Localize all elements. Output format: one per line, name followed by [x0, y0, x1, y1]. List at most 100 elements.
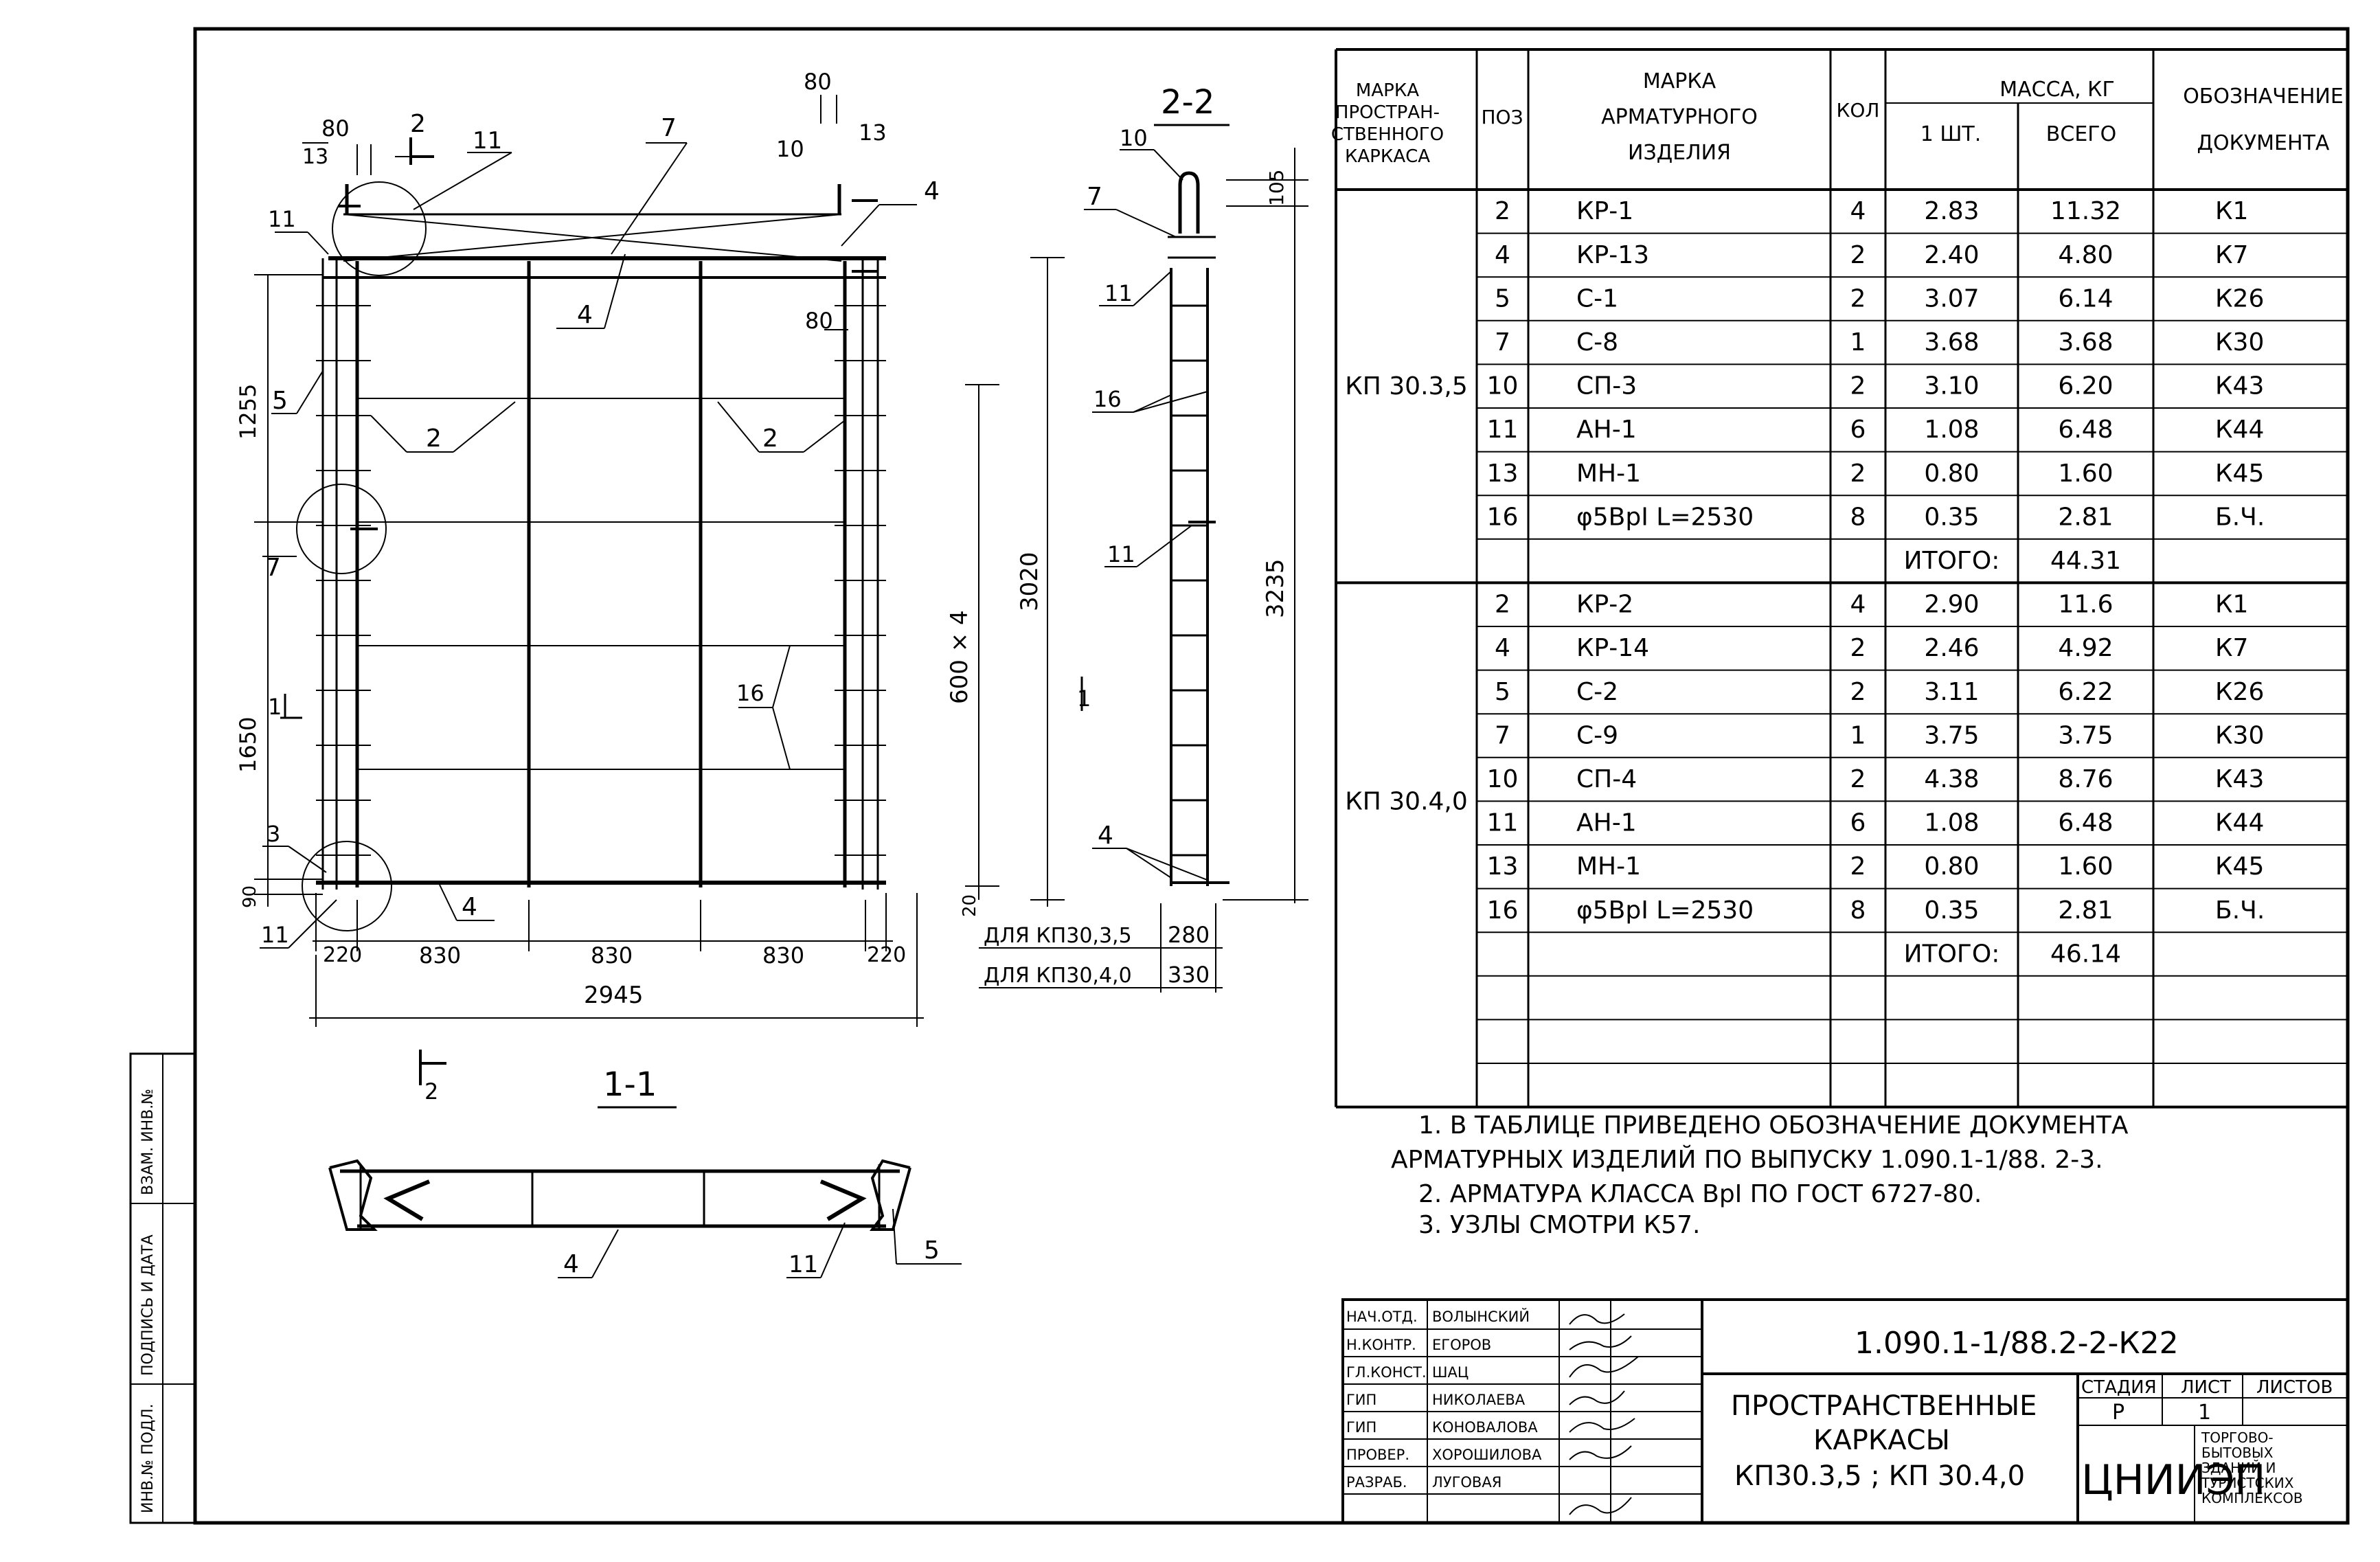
- staff-role: Н.КОНТР.: [1346, 1337, 1416, 1353]
- plan-leader-5: 5: [272, 387, 288, 415]
- plan-dim-left-1: 1255: [235, 384, 261, 440]
- row-mass-all: 1.60: [2058, 852, 2113, 881]
- plan-leader-7a: 7: [661, 114, 677, 142]
- row-item: МН-1: [1576, 460, 1641, 488]
- row-mass-all: 2.81: [2058, 896, 2113, 925]
- plan-dim-left-2: 1650: [235, 717, 261, 773]
- plan-section-mark-1a: 1: [268, 694, 282, 720]
- section-2-2-dim-top: 105: [1265, 170, 1288, 206]
- row-mass-all: 1.60: [2058, 460, 2113, 488]
- plan-section-mark-1b: 1: [1077, 686, 1091, 712]
- row-qty: 2: [1850, 372, 1866, 400]
- th-item-2: АРМАТУРНОГО: [1601, 105, 1758, 129]
- row-item: С-1: [1576, 284, 1618, 313]
- sheet-label: ЛИСТ: [2181, 1377, 2231, 1398]
- doc-name-1: ПРОСТРАНСТВЕННЫЕ: [1731, 1390, 2037, 1422]
- plan-leader-13b: 13: [859, 120, 887, 146]
- row-mass-all: 6.22: [2058, 678, 2113, 706]
- doc-code: 1.090.1-1/88.2-2-К22: [1855, 1326, 2179, 1361]
- row-qty: 2: [1850, 241, 1866, 269]
- row-mass-1: 3.11: [1924, 678, 1979, 706]
- sheet-value: 1: [2198, 1401, 2211, 1425]
- row-doc: К26: [2215, 678, 2264, 706]
- row-mass-all: 6.14: [2058, 284, 2113, 313]
- row-pos: 4: [1495, 634, 1510, 662]
- staff-name: ХОРОШИЛОВА: [1432, 1447, 1542, 1463]
- row-qty: 1: [1850, 328, 1866, 356]
- row-qty: 8: [1850, 896, 1866, 925]
- th-item-1: МАРКА: [1643, 69, 1716, 93]
- staff-name: ВОЛЫНСКИЙ: [1432, 1308, 1530, 1325]
- row-pos: 13: [1487, 852, 1519, 881]
- row-item: КР-1: [1576, 197, 1633, 225]
- plan-leader-4a: 4: [924, 177, 940, 205]
- plan-dim-top-3: 80: [805, 308, 833, 334]
- plan-leader-2: 2: [410, 110, 426, 138]
- staff-role: ГИП: [1346, 1392, 1376, 1408]
- section-2-2-leader-4: 4: [1098, 822, 1113, 850]
- staff-role: ПРОВЕР.: [1346, 1447, 1409, 1463]
- note-3: 3. УЗЛЫ СМОТРИ К57.: [1418, 1211, 1701, 1239]
- th-doc-2: ДОКУМЕНТА: [2197, 131, 2330, 155]
- section-2-2-leader-11a: 11: [1104, 280, 1133, 306]
- th-pos: ПОЗ: [1481, 106, 1523, 128]
- row-doc: К1: [2215, 591, 2248, 619]
- section-2-2-leader-16: 16: [1093, 386, 1122, 412]
- row-qty: 2: [1850, 284, 1866, 313]
- doc-name-2: КАРКАСЫ: [1813, 1425, 1950, 1456]
- th-mark-4: КАРКАСА: [1345, 146, 1430, 167]
- th-mark-2: ПРОСТРАН-: [1335, 102, 1440, 123]
- plan-dim-bottom-1: 220: [323, 943, 362, 967]
- row-pos: 13: [1487, 460, 1519, 488]
- variant-label-1: ДЛЯ КП30,3,5: [984, 924, 1132, 948]
- plan-dim-bottom-5: 220: [867, 943, 906, 967]
- row-doc: К44: [2215, 416, 2264, 444]
- row-doc: К7: [2215, 241, 2248, 269]
- section-2-2-leader-11b: 11: [1107, 541, 1135, 567]
- row-pos: 2: [1495, 591, 1510, 619]
- row-mass-all: 4.92: [2058, 634, 2113, 662]
- staff-name: ЛУГОВАЯ: [1432, 1474, 1501, 1491]
- row-mass-1: 0.35: [1924, 503, 1979, 531]
- row-doc: К26: [2215, 284, 2264, 313]
- note-1: 1. В ТАБЛИЦЕ ПРИВЕДЕНО ОБОЗНАЧЕНИЕ ДОКУМ…: [1418, 1111, 2129, 1140]
- row-doc: Б.Ч.: [2215, 503, 2265, 531]
- plan-view-dimensions: [254, 95, 1065, 1027]
- row-item: φ5ВрI L=2530: [1576, 503, 1754, 531]
- group-mark: КП 30.4,0: [1345, 787, 1468, 815]
- row-doc: К44: [2215, 809, 2264, 837]
- row-doc: К43: [2215, 372, 2264, 400]
- row-mass-1: 2.46: [1924, 634, 1979, 662]
- row-mass-1: 3.75: [1924, 721, 1979, 749]
- th-qty: КОЛ: [1837, 99, 1880, 122]
- org-desc-5: КОМПЛЕКСОВ: [2201, 1490, 2303, 1506]
- row-mass-1: 1.08: [1924, 416, 1979, 444]
- row-mass-all: 6.20: [2058, 372, 2113, 400]
- plan-leader-80: 80: [0, 0, 1, 1]
- plan-dim-right-3: 20: [960, 894, 980, 917]
- plan-leader-4c: 4: [462, 893, 477, 921]
- row-qty: 2: [1850, 634, 1866, 662]
- note-2: 2. АРМАТУРА КЛАССА ВрI ПО ГОСТ 6727-80.: [1418, 1180, 1982, 1208]
- doc-name-3: КП30.3,5 ; КП 30.4,0: [1734, 1460, 2025, 1492]
- row-mass-all: 6.48: [2058, 416, 2113, 444]
- row-item: АН-1: [1576, 809, 1637, 837]
- th-doc-1: ОБОЗНАЧЕНИЕ: [2183, 84, 2344, 109]
- row-pos: 5: [1495, 284, 1510, 313]
- row-doc: К30: [2215, 328, 2264, 356]
- row-mass-1: ИТОГО:: [1904, 547, 2000, 575]
- plan-dim-top-1: 80: [321, 115, 350, 142]
- row-doc: К30: [2215, 721, 2264, 749]
- row-mass-all: 4.80: [2058, 241, 2113, 269]
- plan-dim-bottom-4: 830: [762, 942, 804, 969]
- th-mark-3: СТВЕННОГО: [1331, 124, 1444, 145]
- th-item-3: ИЗДЕЛИЯ: [1628, 141, 1731, 165]
- staff-role: НАЧ.ОТД.: [1346, 1309, 1418, 1325]
- section-1-1-leader-11: 11: [789, 1251, 818, 1278]
- plan-dim-bottom-3: 830: [591, 942, 633, 969]
- row-doc: К45: [2215, 460, 2264, 488]
- row-mass-all: 11.32: [2050, 197, 2121, 225]
- plan-dim-total: 2945: [584, 982, 644, 1009]
- section-2-2-dim-height: 3235: [1262, 558, 1289, 618]
